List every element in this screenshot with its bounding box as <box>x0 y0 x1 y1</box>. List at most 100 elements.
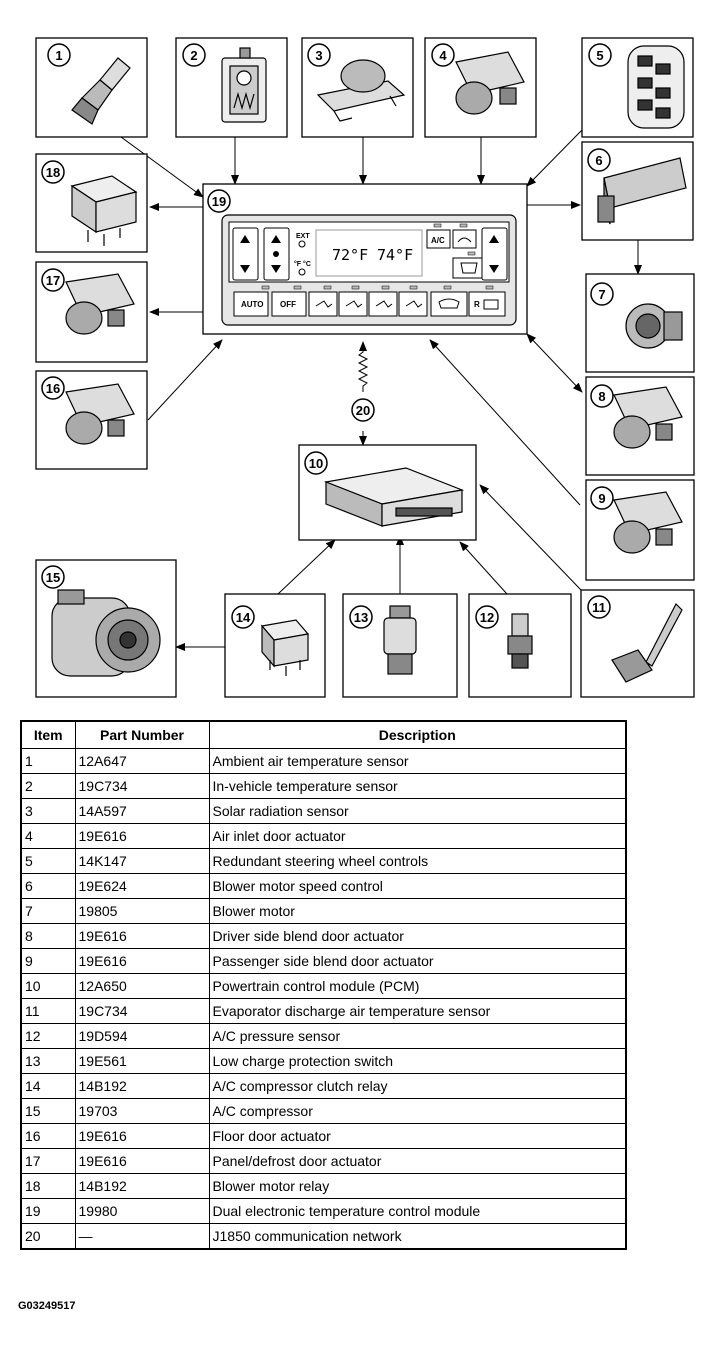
cell-item: 19 <box>20 1198 76 1224</box>
callout-15: 15 <box>41 565 65 589</box>
header-description: Description <box>208 720 627 749</box>
callout-2: 2 <box>182 43 206 67</box>
callouts: 1 2 3 4 5 6 7 8 9 10 11 12 13 14 15 16 1… <box>41 43 614 629</box>
cell-part-number: 14B192 <box>74 1073 210 1099</box>
clutch-relay-icon <box>260 619 310 676</box>
ac-button[interactable] <box>426 229 451 249</box>
arrow-1-to-19 <box>120 136 204 198</box>
svg-text:1: 1 <box>55 48 62 63</box>
arrow-11-to-10 <box>479 484 582 591</box>
svg-text:19: 19 <box>212 194 226 209</box>
pcm-icon <box>323 467 465 527</box>
cell-part-number: 19E616 <box>74 1148 210 1174</box>
svg-text:4: 4 <box>439 48 447 63</box>
temp-display <box>315 229 423 277</box>
in-vehicle-sensor-icon <box>221 47 267 123</box>
cell-item: 8 <box>20 923 76 949</box>
rear-defrost-button[interactable] <box>468 291 506 317</box>
unit-label: °F °C <box>294 260 311 268</box>
callout-9: 9 <box>590 486 614 510</box>
svg-text:18: 18 <box>46 165 60 180</box>
cell-description: Redundant steering wheel controls <box>208 848 627 874</box>
recirculate-button[interactable] <box>452 229 477 249</box>
cell-part-number: 19E616 <box>74 1123 210 1149</box>
recirculate-icon <box>457 237 472 243</box>
arrow-19-to-9 <box>429 339 581 506</box>
cell-item: 2 <box>20 773 76 799</box>
cell-item: 18 <box>20 1173 76 1199</box>
cell-description: A/C compressor clutch relay <box>208 1073 627 1099</box>
defrost-button[interactable] <box>430 291 468 317</box>
cell-part-number: 19E624 <box>74 873 210 899</box>
ac-compressor-icon <box>51 589 161 677</box>
arrow-19-to-8 <box>526 333 583 393</box>
svg-text:12: 12 <box>480 610 494 625</box>
svg-text:14: 14 <box>236 610 251 625</box>
passenger-temp: 74°F <box>377 246 413 264</box>
floor-defrost-mode-button[interactable] <box>398 291 428 317</box>
off-button[interactable] <box>271 291 307 317</box>
floor-mode-button[interactable] <box>368 291 398 317</box>
unit-indicator <box>298 268 306 276</box>
ac-button-label: A/C <box>431 236 445 245</box>
callout-13: 13 <box>349 605 373 629</box>
callout-10: 10 <box>304 451 328 475</box>
panel-mode-button[interactable] <box>308 291 338 317</box>
right-temp-rocker[interactable] <box>481 227 508 281</box>
cell-part-number: 14B192 <box>74 1173 210 1199</box>
cell-part-number: 19E561 <box>74 1048 210 1074</box>
cell-part-number: 19E616 <box>74 948 210 974</box>
air-inlet-actuator-icon <box>455 51 525 115</box>
cell-item: 10 <box>20 973 76 999</box>
svg-text:20: 20 <box>356 403 370 418</box>
rear-defrost-label: R <box>474 300 480 309</box>
callout-4: 4 <box>431 43 455 67</box>
auto-button[interactable] <box>233 291 269 317</box>
connector-lines <box>120 129 642 651</box>
cell-description: Passenger side blend door actuator <box>208 948 627 974</box>
cell-description: Ambient air temperature sensor <box>208 748 627 774</box>
cell-part-number: 19980 <box>74 1198 210 1224</box>
cell-item: 17 <box>20 1148 76 1174</box>
svg-text:13: 13 <box>354 610 368 625</box>
svg-text:10: 10 <box>309 456 323 471</box>
arrow-12-to-10 <box>459 541 508 595</box>
cell-part-number: 19E616 <box>74 923 210 949</box>
callout-8: 8 <box>590 384 614 408</box>
max-defrost-button[interactable] <box>452 257 486 279</box>
svg-text:3: 3 <box>315 48 322 63</box>
cell-description: A/C compressor <box>208 1098 627 1124</box>
solar-sensor-icon <box>316 59 406 122</box>
cell-item: 20 <box>20 1223 76 1250</box>
cell-item: 7 <box>20 898 76 924</box>
auto-button-label: AUTO <box>241 300 264 309</box>
cell-description: Driver side blend door actuator <box>208 923 627 949</box>
cell-description: A/C pressure sensor <box>208 1023 627 1049</box>
callout-17: 17 <box>41 268 65 292</box>
svg-text:11: 11 <box>592 600 606 615</box>
panel-defrost-actuator-icon <box>65 273 135 335</box>
header-item: Item <box>20 720 76 749</box>
svg-text:9: 9 <box>598 491 605 506</box>
svg-text:5: 5 <box>596 48 603 63</box>
cell-part-number: 12A647 <box>74 748 210 774</box>
callout-16: 16 <box>41 376 65 400</box>
left-temp-rocker[interactable] <box>232 227 259 281</box>
low-charge-switch-icon <box>383 605 417 675</box>
cell-item: 13 <box>20 1048 76 1074</box>
header-part-number: Part Number <box>74 720 210 749</box>
table-row: 20—J1850 communication network <box>20 1223 627 1250</box>
cell-description: J1850 communication network <box>208 1223 627 1250</box>
cell-description: Air inlet door actuator <box>208 823 627 849</box>
cell-description: Evaporator discharge air temperature sen… <box>208 998 627 1024</box>
figure-id: G03249517 <box>18 1300 76 1312</box>
callout-6: 6 <box>587 148 611 172</box>
panel-floor-mode-button[interactable] <box>338 291 368 317</box>
